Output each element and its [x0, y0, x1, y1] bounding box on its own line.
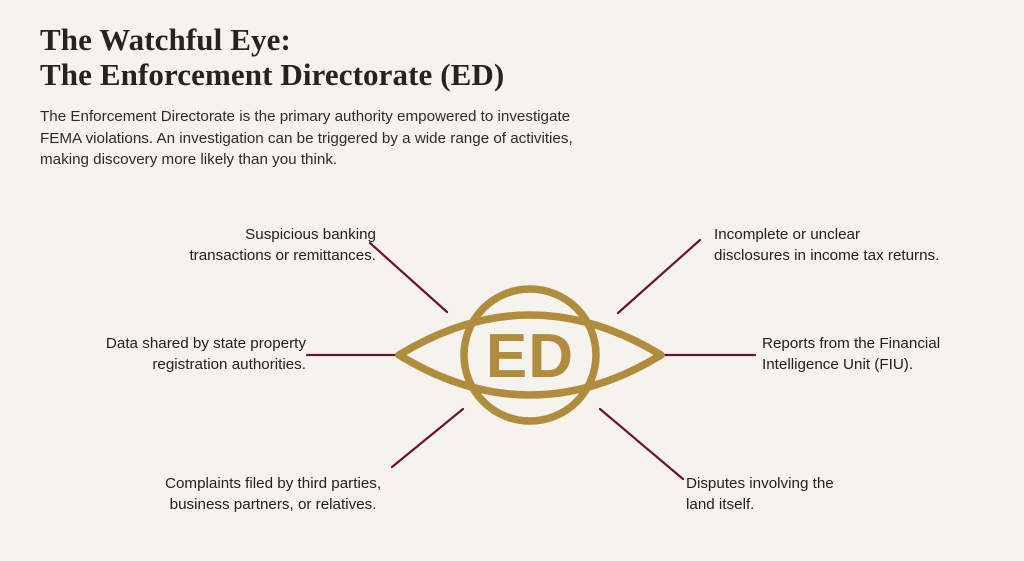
trigger-land-line-2: land itself.	[686, 496, 755, 513]
trigger-banking-line-1: Suspicious banking	[245, 226, 376, 243]
trigger-property-line-1: Data shared by state property	[105, 335, 306, 352]
trigger-complaints-line-2: business partners, or relatives.	[169, 496, 377, 513]
connector-disclosures	[616, 238, 702, 315]
page-title-line-1: The Watchful Eye:	[40, 22, 291, 57]
trigger-complaints-line-1: Complaints filed by third parties,	[165, 475, 382, 492]
trigger-label-fiu: Reports from the Financial Intelligence …	[762, 333, 940, 375]
trigger-label-complaints: Complaints filed by third parties, busin…	[165, 473, 381, 515]
header-block: The Watchful Eye: The Enforcement Direct…	[40, 22, 720, 171]
page-subtitle: The Enforcement Directorate is the prima…	[40, 106, 665, 171]
trigger-land-line-1: Disputes involving the	[686, 475, 834, 492]
trigger-banking-line-2: transactions or remittances.	[189, 247, 376, 264]
trigger-label-property: Data shared by state property registrati…	[106, 333, 306, 375]
connector-complaints	[390, 407, 465, 469]
ed-abbreviation-text: ED	[486, 322, 574, 391]
subtitle-line-3: making discovery more likely than you th…	[40, 151, 338, 168]
page-title-line-2: The Enforcement Directorate (ED)	[40, 57, 505, 92]
trigger-disclosures-line-2: disclosures in income tax returns.	[714, 247, 940, 264]
trigger-label-disclosures: Incomplete or unclear disclosures in inc…	[714, 224, 939, 266]
connector-land	[598, 407, 685, 481]
trigger-property-line-2: registration authorities.	[152, 356, 306, 373]
connector-banking	[368, 241, 449, 314]
eye-iris-circle	[460, 285, 600, 425]
connector-lines	[305, 238, 757, 481]
trigger-fiu-line-2: Intelligence Unit (FIU).	[762, 356, 914, 373]
trigger-disclosures-line-1: Incomplete or unclear	[714, 226, 861, 243]
trigger-fiu-line-1: Reports from the Financial	[762, 335, 941, 352]
trigger-label-land: Disputes involving the land itself.	[686, 473, 834, 515]
trigger-label-banking: Suspicious banking transactions or remit…	[189, 224, 376, 266]
subtitle-line-2: FEMA violations. An investigation can be…	[40, 129, 573, 147]
subtitle-line-1: The Enforcement Directorate is the prima…	[40, 108, 571, 125]
eye-outline-shape	[395, 311, 665, 399]
